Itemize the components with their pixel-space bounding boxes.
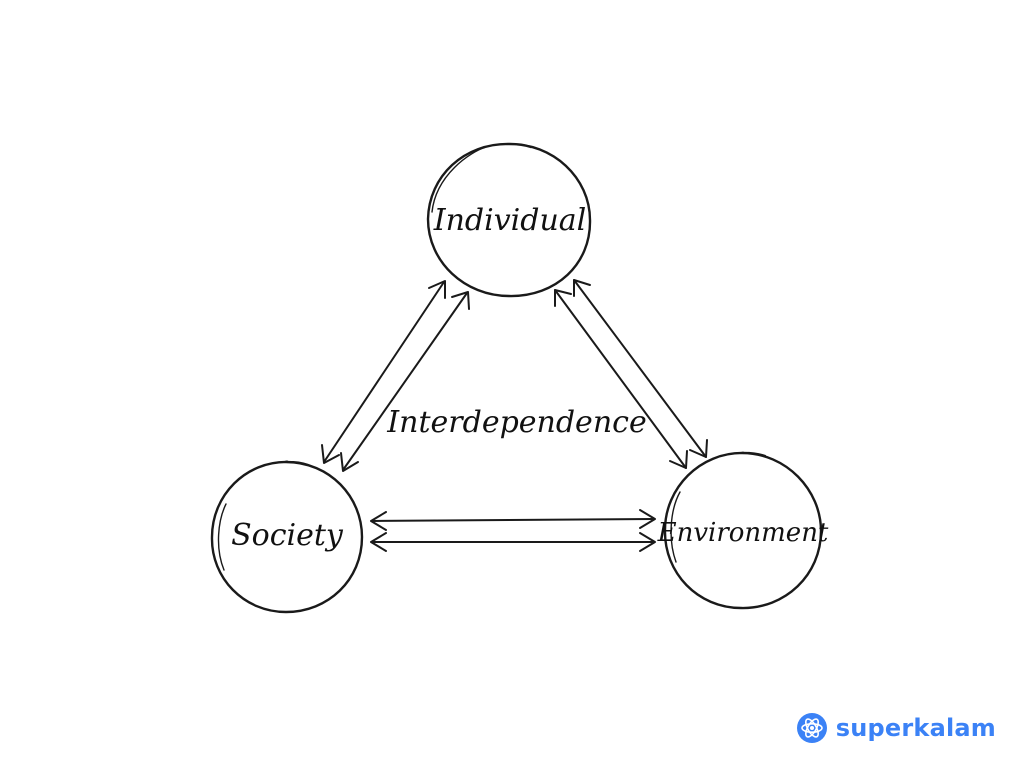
brand-wordmark: superkalam	[835, 714, 996, 742]
node-environment-circle-overdraw	[670, 491, 681, 563]
node-society-label: Society	[231, 518, 344, 553]
arrow-society-environment	[370, 509, 656, 552]
node-society-circle	[210, 460, 364, 614]
arrowhead-society-b	[340, 452, 359, 472]
arrowhead-individual-b	[451, 291, 470, 310]
arrowhead-environment-a	[669, 450, 688, 469]
arrow-individual-environment-line-b	[573, 279, 707, 458]
arrowhead-individual-c	[554, 289, 572, 307]
node-individual-label: Individual	[433, 203, 587, 238]
arrowhead-individual-a	[428, 280, 446, 299]
arrowhead-society-c	[370, 511, 387, 531]
arrowhead-environment-b	[689, 439, 708, 458]
arrowhead-individual-d	[573, 279, 591, 297]
arrowhead-society-a	[321, 444, 340, 464]
node-environment: Environment	[657, 451, 829, 610]
node-society-circle-overdraw	[217, 503, 227, 571]
node-environment-circle	[663, 451, 823, 610]
node-society: Society	[210, 460, 364, 614]
arrowhead-society-d	[370, 532, 387, 552]
arrowhead-environment-c	[639, 509, 656, 529]
arrow-individual-society-line-a	[323, 281, 445, 463]
center-label-interdependence: Interdependence	[386, 405, 646, 440]
node-individual-circle-overdraw	[431, 146, 487, 213]
arrow-individual-society	[321, 280, 470, 472]
arrow-individual-environment	[554, 279, 708, 469]
superkalam-watermark: superkalam	[796, 712, 996, 744]
arrow-individual-environment-line-a	[554, 289, 687, 469]
node-individual: Individual	[426, 142, 592, 298]
atom-flower-icon	[796, 713, 827, 743]
node-environment-label: Environment	[657, 518, 829, 548]
node-individual-circle	[426, 142, 592, 298]
arrow-society-environment-line-a	[371, 518, 655, 522]
arrowhead-environment-d	[639, 532, 656, 552]
arrow-individual-society-line-b	[342, 292, 468, 471]
